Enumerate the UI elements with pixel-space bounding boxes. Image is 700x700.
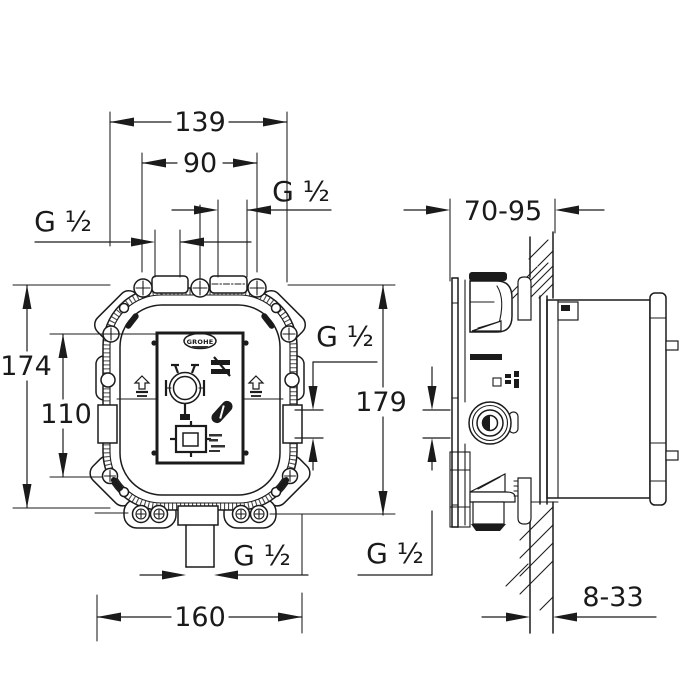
brand-logo-text: GROHE (187, 338, 214, 346)
side-valve-port (468, 401, 519, 445)
top-connection-pads (133, 275, 267, 298)
svg-text:139: 139 (174, 107, 226, 138)
plate-markings (170, 356, 233, 457)
orientation-up-icon-left (133, 375, 151, 397)
mounting-plate (451, 277, 466, 528)
rough-in-box (539, 292, 679, 506)
svg-text:179: 179 (355, 387, 407, 418)
svg-text:110: 110 (40, 399, 92, 430)
dim-90: 90 (141, 148, 258, 179)
svg-text:G ¹⁄₂: G ¹⁄₂ (233, 539, 291, 572)
svg-text:174: 174 (0, 351, 52, 382)
svg-text:G ¹⁄₂: G ¹⁄₂ (366, 537, 424, 570)
right-port (282, 404, 303, 444)
tile-clamps (513, 276, 532, 525)
svg-text:G ¹⁄₂: G ¹⁄₂ (272, 175, 330, 208)
dim-139: 139 (109, 107, 288, 138)
svg-text:G ¹⁄₂: G ¹⁄₂ (316, 320, 374, 353)
svg-text:8-33: 8-33 (582, 582, 643, 613)
svg-text:G ¹⁄₂: G ¹⁄₂ (34, 205, 92, 238)
thread-label-top-left: G ¹⁄₂ (34, 205, 252, 247)
dim-70-95: 70-95 (403, 196, 605, 227)
lug-screws (100, 302, 300, 498)
dim-110: 110 (40, 333, 92, 478)
front-view: GROHE (89, 204, 311, 568)
svg-text:160: 160 (174, 602, 226, 633)
thread-label-side-bottom-outlet: G ¹⁄₂ (357, 510, 433, 576)
dim-160: 160 (96, 602, 303, 633)
valve-schematic-icon (164, 363, 206, 420)
thread-label-side-port: G ¹⁄₂ (294, 320, 378, 471)
dim-174: 174 (0, 284, 52, 509)
dim-8-33: 8-33 (481, 582, 657, 622)
side-port-arrows (422, 366, 451, 471)
svg-text:70-95: 70-95 (464, 196, 542, 227)
label-plate: GROHE (151, 331, 249, 465)
dim-179: 179 (355, 284, 407, 516)
wall-section (505, 231, 559, 634)
thread-label-bottom-outlet: G ¹⁄₂ (139, 539, 309, 580)
thread-label-top-right: G ¹⁄₂ (171, 175, 332, 215)
dimension-annotations: 139 90 G ¹⁄₂ G ¹⁄₂ (0, 107, 657, 642)
orientation-up-icon-right (247, 375, 265, 397)
bottom-connection (131, 504, 269, 568)
left-port (97, 404, 118, 444)
valve-body-profile (449, 272, 519, 531)
svg-text:90: 90 (183, 148, 217, 179)
side-view (449, 231, 679, 634)
